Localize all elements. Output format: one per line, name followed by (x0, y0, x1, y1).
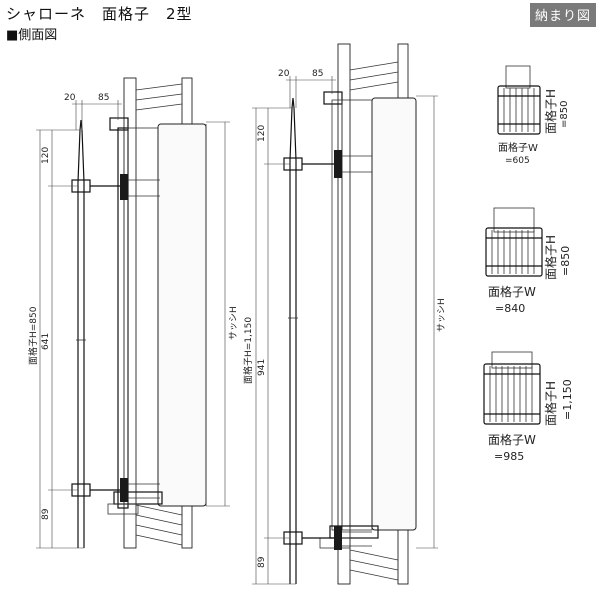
left-finial (77, 119, 85, 183)
page-title: シャローネ 面格子 2型 (6, 5, 193, 23)
front1-h-value: =850 (559, 101, 570, 128)
right-finial (289, 97, 297, 161)
right-dim-mid: 941 (257, 359, 267, 376)
front3-w-label: 面格子W (488, 432, 536, 447)
right-wall-inner (337, 43, 351, 585)
left-offset-b: 85 (98, 93, 109, 103)
left-grille-height: 面格子H=850 (27, 306, 39, 365)
front3-w-value: =985 (494, 450, 524, 463)
front1-h-label: 面格子H (543, 89, 558, 134)
left-wall-inner (123, 77, 137, 549)
front2-w-label: 面格子W (488, 284, 536, 299)
left-dim-mid: 641 (41, 333, 51, 350)
left-side-view: 20 85 120 641 89 面格子H=850 サッシH (27, 77, 239, 549)
left-dim-bottom: 89 (41, 508, 51, 520)
right-dim-bottom: 89 (257, 556, 267, 568)
front1-w-label: 面格子W (498, 141, 538, 154)
left-sash-panel (157, 123, 207, 507)
front-view-605: 面格子W =605 面格子H =850 (497, 65, 570, 166)
left-sash-height: サッシH (228, 306, 239, 340)
front1-w-value: =605 (505, 156, 530, 166)
front3-h-value: =1,150 (561, 379, 574, 420)
front-view-985: 面格子W =985 面格子H =1,150 (483, 351, 574, 463)
front-view-840: 面格子W =840 面格子H =850 (485, 207, 572, 315)
front2-w-value: =840 (495, 302, 525, 315)
right-side-view: 20 85 120 941 89 面格子H=1,150 サッシH (242, 43, 447, 585)
section-label: ■側面図 (6, 28, 58, 43)
front3-h-label: 面格子H (543, 381, 558, 426)
right-grille-height: 面格子H=1,150 (242, 317, 254, 384)
left-dim-top: 120 (41, 147, 51, 164)
right-dim-top: 120 (257, 125, 267, 142)
right-offset-b: 85 (312, 69, 323, 79)
front2-h-label: 面格子H (543, 235, 558, 280)
left-offset-a: 20 (64, 93, 76, 103)
front2-h-value: =850 (559, 246, 572, 276)
right-sash-height: サッシH (436, 298, 447, 332)
right-sash-panel (371, 97, 417, 531)
right-offset-a: 20 (278, 69, 290, 79)
drawing-type-badge: 納まり図 (529, 3, 596, 27)
